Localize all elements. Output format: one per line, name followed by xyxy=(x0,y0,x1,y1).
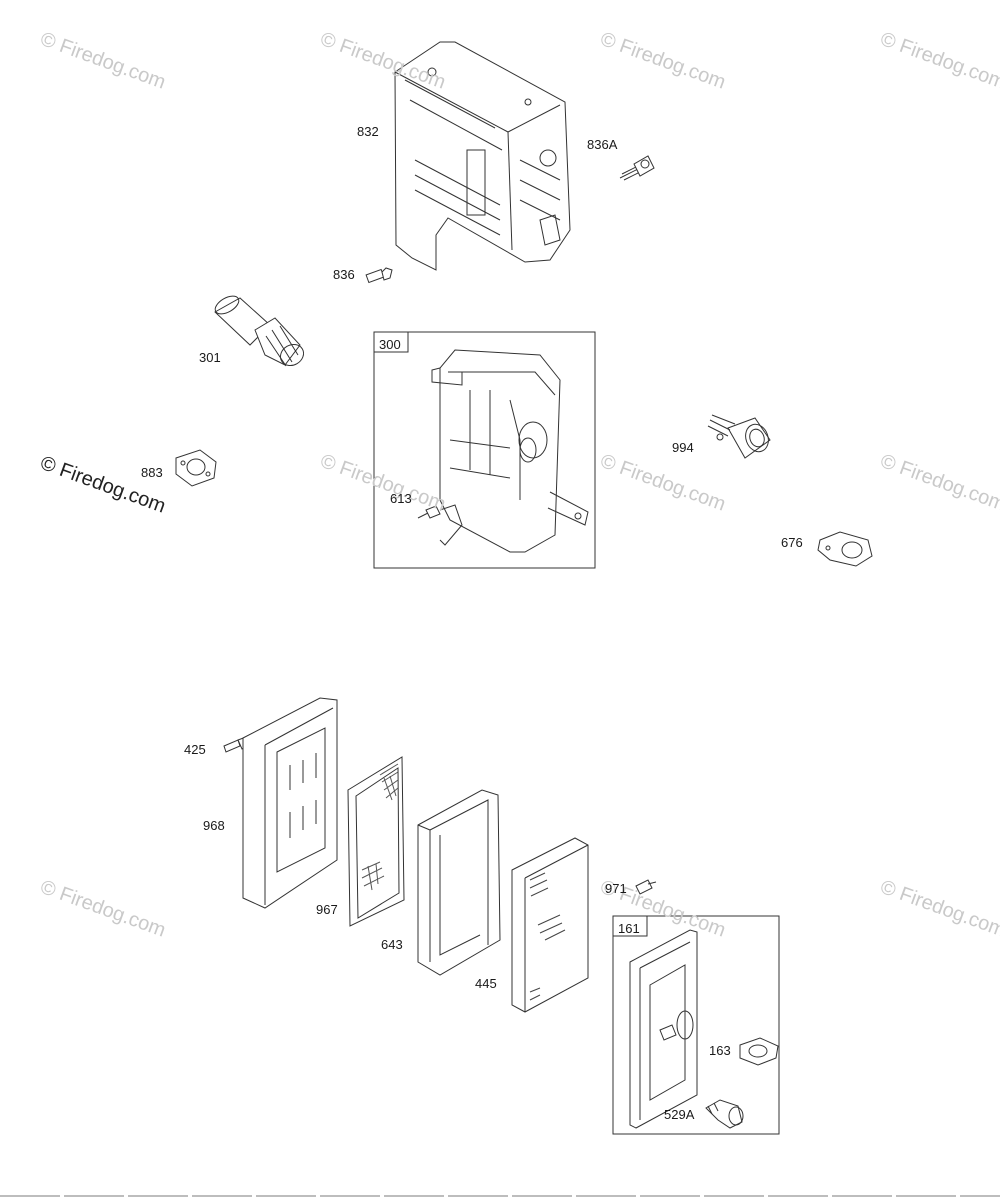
label-163: 163 xyxy=(709,1043,731,1058)
label-445: 445 xyxy=(475,976,497,991)
label-971: 971 xyxy=(605,881,627,896)
label-301: 301 xyxy=(199,350,221,365)
part-836-bolt xyxy=(365,267,393,284)
part-994-spark-arrestor xyxy=(707,414,771,459)
assembly-161-tag xyxy=(612,915,648,937)
assembly-161-box xyxy=(612,915,780,1135)
part-300-muffler xyxy=(431,349,589,553)
label-968: 968 xyxy=(203,818,225,833)
part-163-gasket xyxy=(739,1037,779,1066)
label-161: 161 xyxy=(618,921,640,936)
label-613: 613 xyxy=(390,491,412,506)
part-613-screw xyxy=(417,505,441,519)
part-832-heat-shield xyxy=(394,41,571,271)
part-445-base xyxy=(511,837,589,1013)
label-643: 643 xyxy=(381,937,403,952)
part-883-gasket xyxy=(175,449,217,487)
assembly-300-tag xyxy=(373,331,409,353)
part-968-cover xyxy=(242,697,338,909)
assembly-300-box xyxy=(373,331,596,569)
label-832: 832 xyxy=(357,124,379,139)
part-529A-elbow xyxy=(705,1099,744,1129)
label-300: 300 xyxy=(379,337,401,352)
part-676-gasket xyxy=(817,531,873,567)
label-994: 994 xyxy=(672,440,694,455)
label-425: 425 xyxy=(184,742,206,757)
label-529A: 529A xyxy=(664,1107,695,1122)
part-161-housing xyxy=(629,929,698,1129)
label-676: 676 xyxy=(781,535,803,550)
label-836: 836 xyxy=(333,267,355,282)
bottom-rule xyxy=(0,1195,1000,1197)
label-836A: 836A xyxy=(587,137,618,152)
part-971-screw xyxy=(635,879,657,895)
part-836A-screw xyxy=(619,155,655,181)
label-967: 967 xyxy=(316,902,338,917)
label-883: 883 xyxy=(141,465,163,480)
part-301-pipe xyxy=(214,295,305,367)
part-967-filter xyxy=(347,756,405,927)
part-643-element xyxy=(417,789,501,976)
